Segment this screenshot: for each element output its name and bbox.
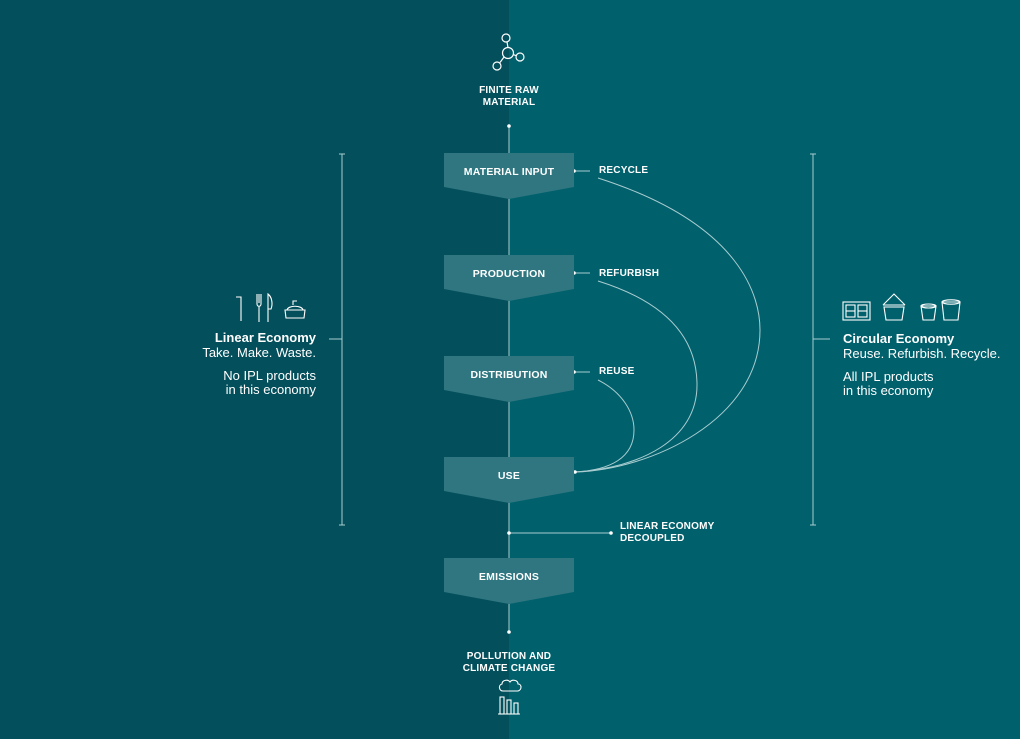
- step-production: PRODUCTION: [472, 268, 546, 280]
- linear-note-line1: No IPL products: [223, 368, 316, 383]
- recycle-label: RECYCLE: [599, 165, 649, 176]
- circular-economy-subtitle: Reuse. Refurbish. Recycle.: [843, 346, 1001, 361]
- linear-economy-block: Linear Economy Take. Make. Waste. No IPL…: [156, 330, 316, 397]
- step-shape-use: [444, 457, 574, 503]
- step-shape-material-input: [444, 153, 574, 199]
- step-shape-distribution: [444, 356, 574, 402]
- linear-economy-title: Linear Economy: [214, 330, 316, 345]
- tubs-icon: [920, 299, 961, 321]
- molecule-icon: [492, 33, 525, 71]
- step-shape-production: [444, 255, 574, 301]
- finite-raw-material-line1: FINITE RAW: [479, 85, 539, 96]
- recycle-arc: [574, 177, 761, 473]
- step-shape-emissions: [444, 558, 574, 604]
- decoupled-line1: LINEAR ECONOMY: [620, 521, 715, 532]
- bucket-icon: [882, 293, 906, 321]
- circular-note-line1: All IPL products: [843, 369, 934, 384]
- linear-background: [0, 0, 509, 739]
- linear-note-line2: in this economy: [225, 382, 316, 397]
- linear-economy-decoupled-label: LINEAR ECONOMY DECOUPLED: [620, 521, 714, 545]
- step-distribution: DISTRIBUTION: [470, 369, 548, 381]
- food-container-icon: [284, 300, 306, 319]
- pollution-line2: CLIMATE CHANGE: [462, 663, 556, 674]
- pollution-climate-change-label: POLLUTION AND CLIMATE CHANGE: [449, 651, 569, 675]
- spine-start-dot: [507, 124, 511, 128]
- linear-economy-subtitle: Take. Make. Waste.: [202, 345, 316, 360]
- linear-economy-note: No IPL products in this economy: [156, 369, 316, 397]
- tray-icon: [842, 301, 871, 321]
- circular-background: [509, 0, 1020, 739]
- circular-economy-title: Circular Economy: [843, 331, 955, 346]
- finite-raw-material-line2: MATERIAL: [482, 97, 536, 108]
- pollution-line1: POLLUTION AND: [466, 651, 552, 662]
- step-emissions: EMISSIONS: [478, 571, 540, 583]
- finite-raw-material-label: FINITE RAW MATERIAL: [459, 85, 559, 109]
- circular-economy-note: All IPL products in this economy: [843, 370, 1018, 398]
- reuse-arc: [574, 379, 635, 473]
- spine-end-dot: [507, 630, 511, 634]
- step-material-input: MATERIAL INPUT: [463, 166, 555, 178]
- straw-icon: [236, 296, 242, 321]
- step-use: USE: [497, 470, 521, 482]
- reuse-label: REUSE: [599, 366, 635, 377]
- cutlery-icon: [256, 292, 273, 322]
- circular-economy-block: Circular Economy Reuse. Refurbish. Recyc…: [843, 331, 1018, 398]
- circular-note-line2: in this economy: [843, 383, 934, 398]
- refurbish-label: REFURBISH: [599, 268, 660, 279]
- decoupled-line2: DECOUPLED: [620, 533, 685, 544]
- factory-smoke-icon: [498, 679, 522, 715]
- refurbish-arc: [574, 280, 698, 473]
